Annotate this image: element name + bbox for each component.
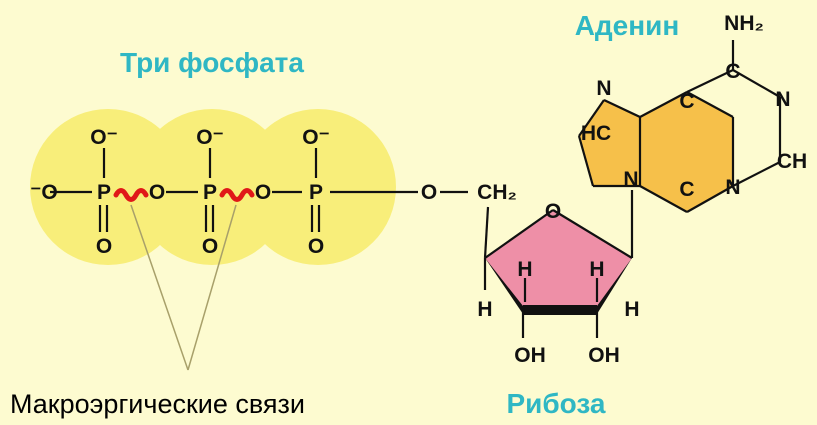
pointer-line-1 <box>130 204 189 371</box>
ribose-wedge-left <box>485 258 523 314</box>
ribose-bond <box>552 209 633 259</box>
atom-n-7: N <box>596 77 611 100</box>
adenine-bonds <box>577 40 782 258</box>
atom-ch2: CH₂ <box>477 181 517 204</box>
adenine-six-ring <box>640 92 733 212</box>
ribose-label: Рибоза <box>506 388 605 419</box>
atom-hc-8: HC <box>581 122 611 145</box>
phosphate-circles <box>30 109 396 265</box>
atom-c-4: C <box>679 178 694 201</box>
atom-o-2: O <box>202 235 218 258</box>
atom-o-1: O <box>96 235 112 258</box>
phosphate-circle-3 <box>240 109 396 265</box>
atom-ribose-o: O <box>545 200 561 223</box>
three-phosphates-label: Три фосфата <box>120 47 304 78</box>
atom-oh-2: OH <box>588 344 620 367</box>
atom-p-2: P <box>203 181 217 204</box>
adenine-atoms: NH₂ C N CH N C C N HC N <box>581 12 807 201</box>
ribose-atoms: O H H H H OH OH <box>477 200 639 367</box>
atom-ribose-h-4: H <box>624 298 639 321</box>
ribose-ring <box>485 210 632 310</box>
atom-n-1: N <box>775 88 790 111</box>
atom-minus-o: ⁻O <box>30 181 57 204</box>
atom-oh-1: OH <box>514 344 546 367</box>
atom-n-9: N <box>623 168 638 191</box>
adenine-label: Аденин <box>575 10 680 41</box>
atom-ch-2: CH <box>777 150 807 173</box>
atom-o-ester: O <box>421 181 437 204</box>
high-energy-bonds-label: Макроэргические связи <box>10 389 305 419</box>
atom-ribose-h-2: H <box>589 258 604 281</box>
atom-o-bridge-1: O <box>149 181 165 204</box>
ribose-wedge-right <box>597 258 632 314</box>
high-energy-bond-2 <box>219 188 255 202</box>
pointer-line-2 <box>187 204 237 371</box>
phosphate-atoms: ⁻O P O⁻ O O P O⁻ O O P O⁻ O O CH₂ <box>30 126 517 258</box>
atom-p-1: P <box>97 181 111 204</box>
atom-ribose-h-1: H <box>517 258 532 281</box>
high-energy-bond-1 <box>113 188 149 202</box>
atom-c-6: C <box>725 60 740 83</box>
atom-o-3: O <box>308 235 324 258</box>
atom-c-5: C <box>679 90 694 113</box>
atom-o-minus-3: O⁻ <box>302 126 329 149</box>
atom-o-minus-2: O⁻ <box>196 126 223 149</box>
ribose-bond <box>484 209 554 259</box>
atom-o-bridge-2: O <box>255 181 271 204</box>
atom-n-3: N <box>725 176 740 199</box>
adenine-five-ring <box>579 100 640 186</box>
atom-o-minus-1: O⁻ <box>90 126 117 149</box>
atom-ribose-h-3: H <box>477 298 492 321</box>
atom-p-3: P <box>309 181 323 204</box>
atom-nh2: NH₂ <box>724 12 764 35</box>
phosphate-bonds <box>50 148 599 338</box>
